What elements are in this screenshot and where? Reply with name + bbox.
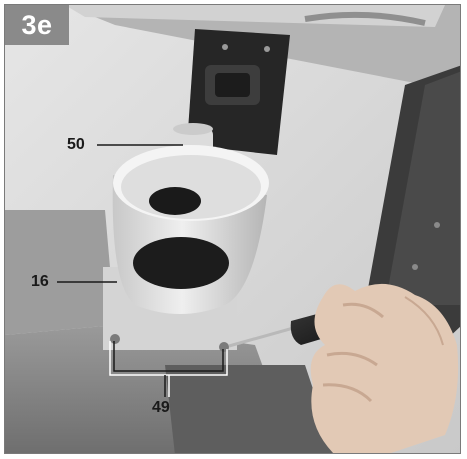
step-badge: 3e: [5, 5, 69, 45]
callout-16-label: 16: [31, 273, 49, 290]
callout-49-bracket: [113, 341, 224, 372]
figure-frame: 3e 50 16 49: [4, 4, 461, 454]
callout-50-label: 50: [67, 136, 85, 153]
assembly-photo: [5, 5, 460, 453]
callout-49-label: 49: [152, 399, 170, 416]
